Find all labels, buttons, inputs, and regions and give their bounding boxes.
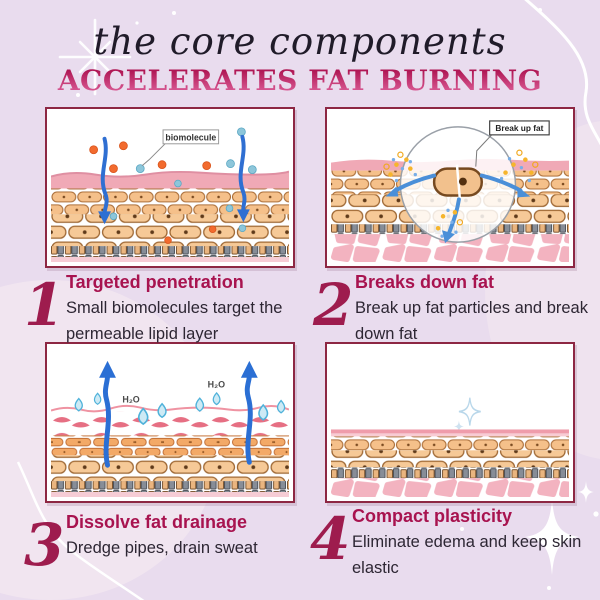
step-body: Small biomolecules target the permeable … — [66, 299, 283, 343]
h2o-label: H₂O — [208, 380, 225, 390]
step-heading: Dissolve fat drainage — [66, 512, 248, 532]
panel-text-4: 4 Compact plasticity Eliminate edema and… — [310, 506, 588, 581]
label-box — [162, 129, 220, 145]
step-number: 1 — [24, 271, 65, 339]
smooth-skin-illustration — [331, 348, 569, 497]
skin-penetration-illustration: biomolecule — [51, 113, 289, 262]
step-body: Break up fat particles and break down fa… — [355, 299, 588, 343]
panel-text-2: 2 Breaks down fat Break up fat particles… — [313, 272, 591, 347]
panel-card-compact-plasticity — [325, 342, 575, 503]
drainage-illustration: H₂O H₂O — [51, 348, 289, 497]
step-heading: Targeted penetration — [66, 272, 244, 292]
panel-card-dissolve-fat-drainage: H₂O H₂O — [45, 342, 295, 503]
step-number: 3 — [24, 511, 65, 579]
blue-biomolecule-dots — [109, 127, 257, 233]
step-body: Eliminate edema and keep skin elastic — [352, 533, 582, 577]
panel-card-targeted-penetration: biomolecule — [45, 107, 295, 268]
page-title: the core components — [93, 20, 507, 63]
panel-text-3: 3 Dissolve fat drainage Dredge pipes, dr… — [24, 511, 302, 579]
label-box — [489, 120, 550, 136]
fat-breakdown-illustration: Break up fat — [331, 113, 569, 262]
h2o-label: H₂O — [122, 395, 139, 405]
up-arrows — [99, 360, 258, 468]
panel-card-breaks-down-fat: Break up fat — [325, 107, 575, 268]
starburst-icon — [58, 18, 132, 96]
biomolecule-label: biomolecule — [165, 132, 216, 142]
step-number: 4 — [310, 505, 351, 573]
step-heading: Breaks down fat — [355, 272, 495, 292]
break-up-fat-label: Break up fat — [495, 123, 543, 133]
fat-cell — [432, 164, 483, 200]
panel-text-1: 1 Targeted penetration Small biomolecule… — [24, 272, 302, 347]
orange-biomolecule-dots — [89, 141, 217, 244]
page-subtitle: ACCELERATES FAT BURNING — [0, 64, 600, 97]
step-number: 2 — [313, 271, 354, 339]
curve-line — [524, 0, 600, 146]
arrow-heads — [385, 186, 531, 244]
fat-particle-dots — [383, 149, 539, 238]
curve-line — [16, 461, 145, 600]
step-body: Dredge pipes, drain sweat — [66, 539, 258, 557]
step-heading: Compact plasticity — [352, 506, 513, 526]
down-arrows — [98, 134, 250, 225]
